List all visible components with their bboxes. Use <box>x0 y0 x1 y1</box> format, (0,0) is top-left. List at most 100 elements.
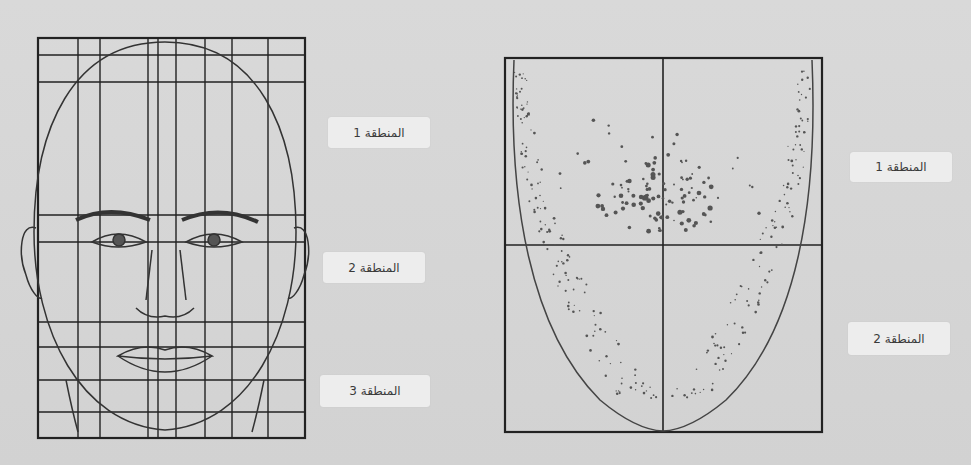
skin-spot <box>619 391 620 392</box>
skin-spot <box>520 109 521 110</box>
skin-spot <box>641 385 643 387</box>
skin-spot <box>738 343 740 345</box>
skin-spot <box>801 94 802 95</box>
skin-spot <box>621 207 625 211</box>
skin-spot <box>797 175 799 177</box>
skin-spot <box>768 271 770 273</box>
skin-spot <box>672 142 675 145</box>
skin-spot <box>628 191 630 193</box>
skin-spot <box>712 383 714 385</box>
skin-spot <box>655 396 657 398</box>
skin-spot <box>799 99 801 101</box>
skin-spot <box>592 119 596 123</box>
skin-spot <box>521 88 523 90</box>
skin-spot <box>807 121 808 122</box>
skin-spot <box>526 179 528 181</box>
skin-spot <box>711 336 714 339</box>
zone-label: المنطقة 1 <box>850 152 952 182</box>
skin-spot <box>546 248 548 250</box>
skin-spot <box>685 160 687 162</box>
skin-spot <box>722 368 724 370</box>
skin-spot <box>546 231 548 233</box>
skin-spot <box>786 202 789 205</box>
skin-spot <box>706 352 708 354</box>
skin-spot <box>708 205 713 210</box>
skin-spot <box>784 207 786 209</box>
skin-spot <box>795 125 797 127</box>
skin-spot <box>792 172 794 174</box>
skin-spot <box>601 207 605 211</box>
skin-spot <box>680 188 683 191</box>
skin-spot <box>533 209 535 211</box>
skin-spot <box>592 335 594 337</box>
skin-spot <box>611 182 614 185</box>
skin-spot <box>566 259 569 262</box>
skin-spot <box>604 331 606 333</box>
skin-spot <box>651 136 654 139</box>
skin-spot <box>680 221 684 225</box>
skin-spot <box>799 177 801 179</box>
skin-spot <box>536 161 538 163</box>
skin-spot <box>798 91 800 93</box>
skin-spot <box>635 389 636 390</box>
skin-spot <box>771 219 774 222</box>
skin-spot <box>801 120 803 122</box>
skin-spot <box>585 334 588 337</box>
skin-spot <box>649 387 650 388</box>
skin-spot <box>542 241 545 244</box>
skin-spot <box>696 369 698 371</box>
skin-spot <box>543 201 544 202</box>
skin-spot <box>807 118 809 120</box>
skin-spot <box>703 389 704 390</box>
skin-spot <box>544 207 546 209</box>
skin-spot <box>741 326 743 328</box>
skin-spot <box>798 110 801 113</box>
skin-spot <box>796 135 798 137</box>
skin-spot <box>577 278 579 280</box>
skin-spot <box>652 161 656 165</box>
skin-spot <box>700 392 701 393</box>
skin-spot <box>809 88 811 90</box>
skin-spot <box>689 177 692 180</box>
skin-spot <box>676 388 678 390</box>
skin-spot <box>732 168 734 170</box>
skin-spot <box>801 71 803 73</box>
skin-spot <box>702 181 705 184</box>
skin-spot <box>537 159 539 161</box>
skin-spot <box>714 345 716 347</box>
skin-spot <box>749 185 751 187</box>
skin-spot <box>599 328 602 331</box>
skin-spot <box>517 107 519 109</box>
skin-spot <box>695 393 697 395</box>
skin-spot <box>630 386 633 389</box>
skin-spot <box>698 166 701 169</box>
skin-spot <box>711 389 714 392</box>
skin-spot <box>639 195 644 200</box>
skin-spot <box>527 112 530 115</box>
skin-spot <box>533 211 536 214</box>
skin-spot <box>568 302 570 304</box>
skin-spot <box>681 210 684 213</box>
skin-spot <box>801 148 803 150</box>
skin-spots <box>514 70 811 399</box>
skin-spot <box>533 132 536 135</box>
skin-spot <box>618 390 619 391</box>
skin-spot <box>797 183 799 185</box>
skin-spot <box>634 374 636 376</box>
skin-spot <box>792 148 794 150</box>
skin-spot <box>791 215 793 217</box>
skin-spot <box>527 113 530 116</box>
skin-spot <box>631 202 636 207</box>
skin-spot <box>557 285 558 286</box>
skin-spot <box>620 145 623 148</box>
zone-label: المنطقة 2 <box>848 322 950 355</box>
skin-spot <box>665 203 667 205</box>
skin-spot <box>803 167 804 168</box>
skin-spot <box>526 147 528 149</box>
skin-spot <box>717 197 719 199</box>
skin-spot <box>692 224 696 228</box>
skin-spot <box>691 173 693 175</box>
skin-spot <box>560 237 562 239</box>
skin-spot <box>657 195 661 199</box>
